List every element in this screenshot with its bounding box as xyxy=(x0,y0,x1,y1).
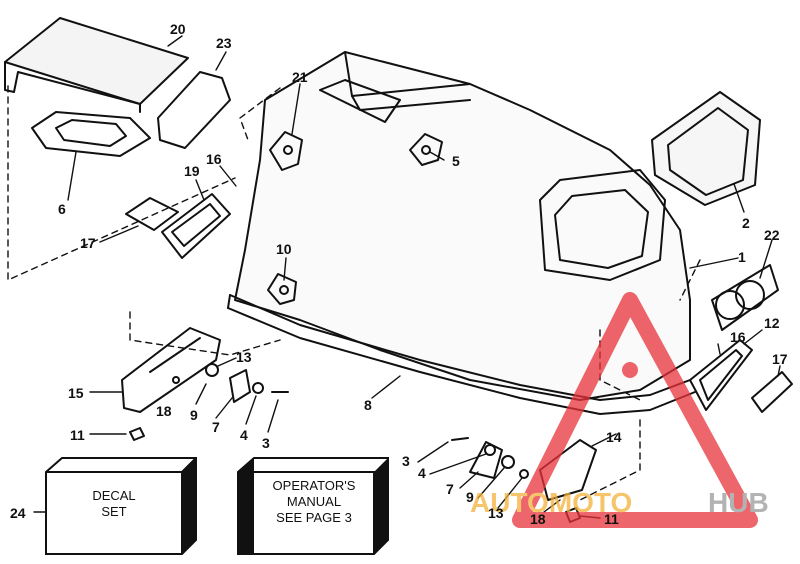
part-hardware-right xyxy=(451,437,597,523)
callout-7-right: 7 xyxy=(446,481,454,497)
part-knob-21 xyxy=(269,131,303,171)
watermark-logo: AUTOMOTO HUB xyxy=(470,292,769,528)
watermark-text-1: AUTOMOTO xyxy=(470,487,632,518)
callout-1: 1 xyxy=(738,249,746,265)
callout-4-left: 4 xyxy=(240,427,248,443)
callout-4-right: 4 xyxy=(418,465,426,481)
callout-13-left: 13 xyxy=(236,349,252,365)
callout-15: 15 xyxy=(68,385,84,401)
callout-3-right: 3 xyxy=(402,453,410,469)
callout-11-right: 11 xyxy=(604,511,619,527)
part-main-cowl xyxy=(234,51,691,401)
part-decal xyxy=(711,264,779,331)
watermark-text-2: HUB xyxy=(708,487,769,518)
callout-8: 8 xyxy=(364,397,372,413)
operators-manual-box: OPERATOR'S MANUAL SEE PAGE 3 xyxy=(237,457,389,555)
part-window xyxy=(651,91,761,206)
callout-2: 2 xyxy=(742,215,750,231)
callout-9-left: 9 xyxy=(190,407,198,423)
callouts: 20 23 21 16 19 5 6 17 10 1 2 22 8 15 11 … xyxy=(10,21,788,527)
callout-7-left: 7 xyxy=(212,419,220,435)
callout-18-left: 18 xyxy=(156,403,172,419)
part-knob-10 xyxy=(267,273,297,305)
manual-line-2: MANUAL xyxy=(287,494,341,509)
callout-21: 21 xyxy=(292,69,308,85)
part-right-bracket-12 xyxy=(689,339,753,411)
part-top-cover xyxy=(4,17,189,113)
callout-12: 12 xyxy=(764,315,780,331)
callout-17-left: 17 xyxy=(80,235,96,251)
part-left-latch-17 xyxy=(125,197,179,231)
manual-line-1: OPERATOR'S xyxy=(273,478,356,493)
callout-5: 5 xyxy=(452,153,460,169)
manual-line-3: SEE PAGE 3 xyxy=(276,510,352,525)
callout-22: 22 xyxy=(764,227,780,243)
part-left-bracket-19 xyxy=(161,193,231,259)
callout-9-right: 9 xyxy=(466,489,474,505)
callout-16-right: 16 xyxy=(730,329,746,345)
callout-11-left: 11 xyxy=(70,427,85,443)
part-right-latch-17 xyxy=(751,371,793,413)
callout-10: 10 xyxy=(276,241,292,257)
decal-set-box: DECAL SET xyxy=(45,457,197,555)
part-knob-5 xyxy=(409,133,443,166)
callout-3-left: 3 xyxy=(262,435,270,451)
callout-18-right: 18 xyxy=(530,511,546,527)
decal-line-1: DECAL xyxy=(92,488,135,503)
part-latch-lever-15 xyxy=(121,327,221,413)
callout-6: 6 xyxy=(58,201,66,217)
part-hardware-left xyxy=(129,363,289,441)
callout-20: 20 xyxy=(170,21,186,37)
part-seal xyxy=(227,294,696,415)
leader-lines xyxy=(33,35,781,519)
callout-13-right: 13 xyxy=(488,505,504,521)
part-bracket-ring xyxy=(31,111,151,157)
decal-line-2: SET xyxy=(101,504,126,519)
callout-17-right: 17 xyxy=(772,351,788,367)
part-gasket-strip xyxy=(157,71,231,149)
callout-19: 19 xyxy=(184,163,200,179)
callout-14: 14 xyxy=(606,429,622,445)
callout-23: 23 xyxy=(216,35,232,51)
callout-24: 24 xyxy=(10,505,26,521)
callout-16-left: 16 xyxy=(206,151,222,167)
